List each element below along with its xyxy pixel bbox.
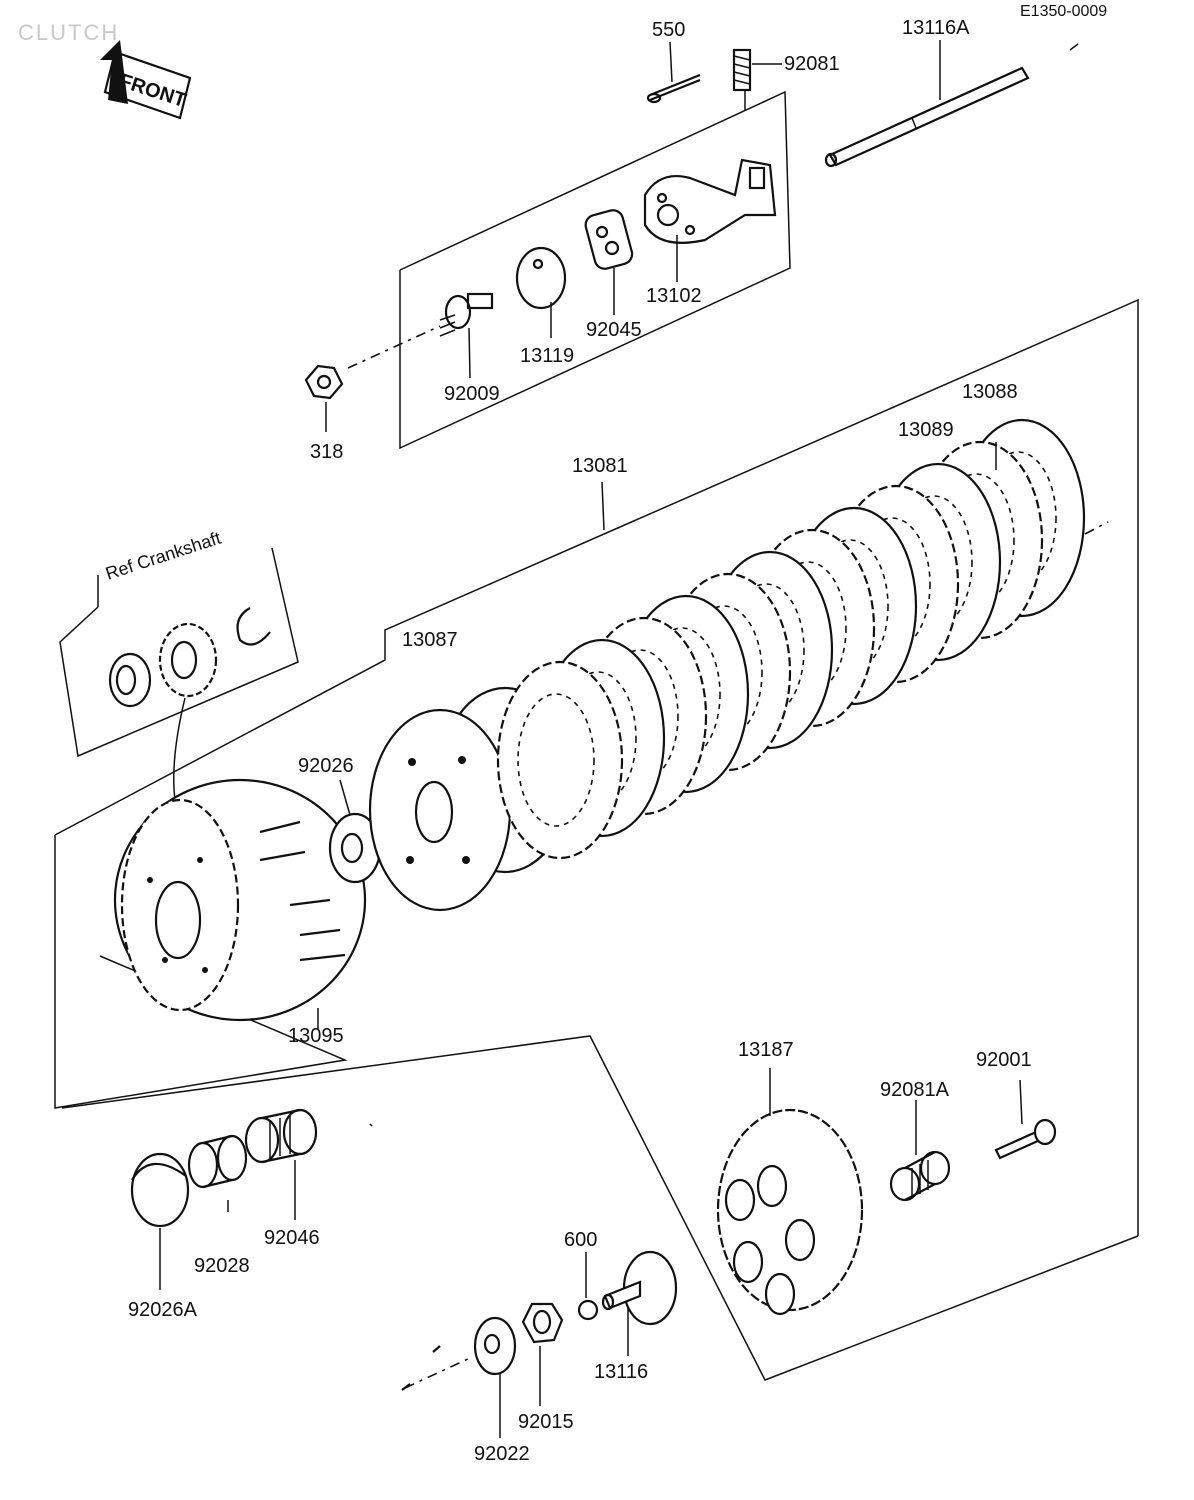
- label-92081A: 92081A: [880, 1079, 950, 1101]
- spring-bolt-icon: [994, 1118, 1057, 1160]
- adjusting-screw-icon: [439, 292, 494, 337]
- clutch-plate-stack-icon: [496, 418, 1086, 860]
- label-550: 550: [652, 19, 685, 41]
- circlip-icon: [236, 607, 271, 646]
- label-13095: 13095: [288, 1025, 344, 1047]
- label-13081: 13081: [572, 455, 628, 477]
- label-13119: 13119: [520, 345, 574, 367]
- label-13116A: 13116A: [902, 17, 970, 39]
- primary-gear-icon: [158, 622, 218, 698]
- washer-a-icon: [130, 1152, 190, 1228]
- release-lever-icon: [643, 158, 777, 244]
- front-arrow-icon: FRONT: [100, 40, 192, 120]
- clutch-housing-icon: [113, 778, 367, 1022]
- label-13087: 13087: [402, 629, 458, 651]
- label-92022: 92022: [474, 1443, 530, 1465]
- clutch-plate-inner-edge: [517, 693, 595, 827]
- crank-bushing-icon: [108, 652, 152, 708]
- label-92046: 92046: [264, 1227, 320, 1249]
- lock-washer-icon: [473, 1316, 517, 1376]
- hub-nut-icon: [521, 1302, 564, 1344]
- label-13187: 13187: [738, 1039, 794, 1061]
- ref-crankshaft-label: Ref Crankshaft: [103, 528, 223, 584]
- push-rod-lower-icon: [601, 1250, 678, 1326]
- pressure-plate-icon: [716, 1108, 864, 1316]
- label-13088: 13088: [962, 381, 1018, 403]
- label-92001: 92001: [976, 1049, 1032, 1071]
- crankshaft-reference-group: Ref Crankshaft: [59, 528, 299, 758]
- push-rod-icon: [824, 66, 1030, 168]
- label-600: 600: [564, 1229, 597, 1251]
- label-92026: 92026: [298, 755, 354, 777]
- release-cam-icon: [515, 246, 567, 310]
- lock-nut-icon: [304, 364, 344, 400]
- diagram-code: E1350-0009: [1020, 3, 1107, 20]
- release-mechanism-group: [304, 40, 1079, 450]
- clutch-spring-icon: [889, 1150, 951, 1202]
- label-92045: 92045: [586, 319, 642, 341]
- label-13089: 13089: [898, 419, 954, 441]
- cotter-pin-icon: [646, 73, 701, 104]
- adjusting-plate-icon: [584, 209, 634, 270]
- spring-icon: [732, 48, 752, 92]
- needle-bearing-icon: [244, 1108, 318, 1164]
- clutch-plate: [496, 660, 624, 860]
- label-318: 318: [310, 441, 343, 463]
- label-92028: 92028: [194, 1255, 250, 1277]
- label-13102: 13102: [646, 285, 702, 307]
- label-92026A: 92026A: [128, 1299, 198, 1321]
- steel-ball-icon: [577, 1299, 599, 1321]
- label-92081: 92081: [784, 53, 840, 75]
- section-watermark: CLUTCH: [18, 20, 119, 45]
- label-92015: 92015: [518, 1411, 574, 1433]
- sleeve-icon: [187, 1134, 248, 1189]
- label-92009: 92009: [444, 383, 500, 405]
- label-13116: 13116: [594, 1361, 648, 1383]
